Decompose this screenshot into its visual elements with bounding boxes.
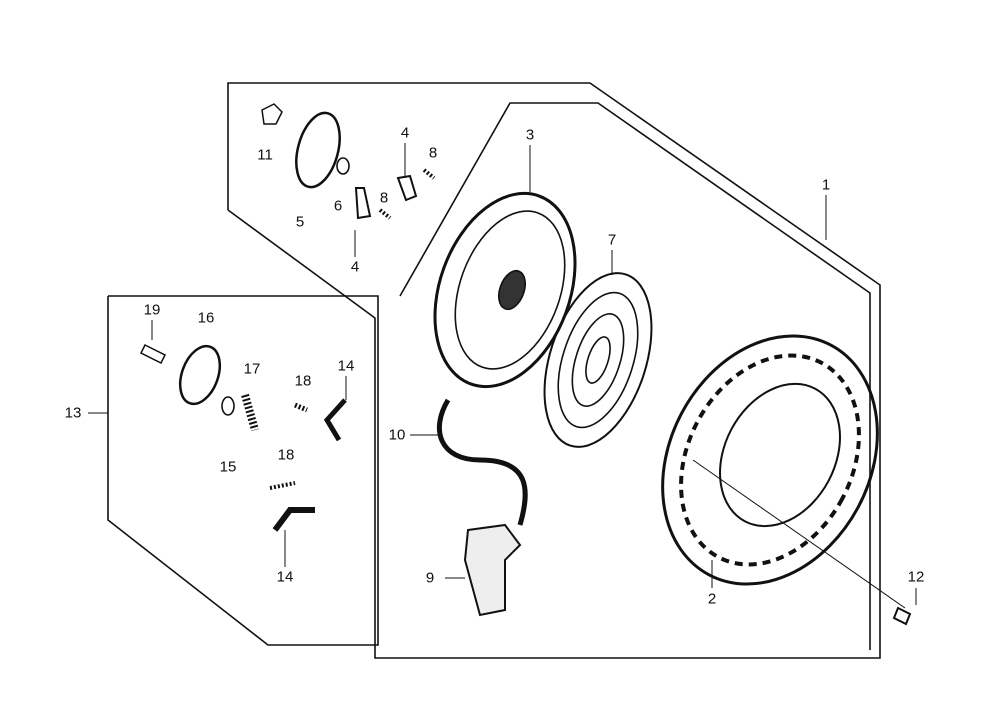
callout-1: 1 xyxy=(821,176,831,194)
callout-18: 18 xyxy=(277,446,295,464)
callout-7: 7 xyxy=(607,231,617,249)
callout-18: 18 xyxy=(294,372,312,390)
part-spring-18a xyxy=(294,402,308,413)
callout-19: 19 xyxy=(143,301,161,319)
part-spring-17 xyxy=(241,393,259,432)
part-ratchet-16 xyxy=(178,344,222,406)
kit-outline-assembly xyxy=(399,102,871,650)
callout-15: 15 xyxy=(219,458,237,476)
callout-8: 8 xyxy=(428,144,438,162)
part-handle xyxy=(463,523,522,617)
part-bolt-19 xyxy=(139,343,167,365)
callout-11: 11 xyxy=(257,146,273,164)
callout-3: 3 xyxy=(525,126,535,144)
part-reel xyxy=(433,191,577,389)
callout-17: 17 xyxy=(243,360,261,378)
part-case xyxy=(661,334,879,586)
callout-14: 14 xyxy=(337,357,355,375)
callout-8: 8 xyxy=(379,189,389,207)
callout-16: 16 xyxy=(197,309,215,327)
leader-lines xyxy=(88,143,917,609)
callout-5: 5 xyxy=(295,213,305,231)
callout-10: 10 xyxy=(388,426,406,444)
callout-9: 9 xyxy=(425,569,435,587)
kit-outline-upper xyxy=(227,82,881,659)
callout-12: 12 xyxy=(907,568,925,586)
part-pawl-4b xyxy=(354,187,372,220)
part-screw-11 xyxy=(261,103,283,125)
part-washer-15 xyxy=(221,396,235,416)
part-bolt-12 xyxy=(892,606,912,626)
part-spring-8b xyxy=(378,208,392,220)
callout-2: 2 xyxy=(707,590,717,608)
part-pawl-4a xyxy=(396,174,418,202)
callout-4: 4 xyxy=(350,258,360,276)
callout-14: 14 xyxy=(276,568,294,586)
callout-6: 6 xyxy=(333,197,343,215)
callout-4: 4 xyxy=(400,124,410,142)
part-spring xyxy=(543,272,653,448)
part-clip-14b xyxy=(272,507,315,532)
part-clip-14a xyxy=(323,398,347,442)
part-rope xyxy=(437,398,528,526)
kit-outline-ratchet xyxy=(107,295,379,646)
callout-13: 13 xyxy=(64,404,82,422)
part-washer-6 xyxy=(336,157,350,175)
part-spring-18b xyxy=(269,481,296,490)
part-spring-8a xyxy=(422,168,436,180)
part-cam xyxy=(295,111,341,189)
